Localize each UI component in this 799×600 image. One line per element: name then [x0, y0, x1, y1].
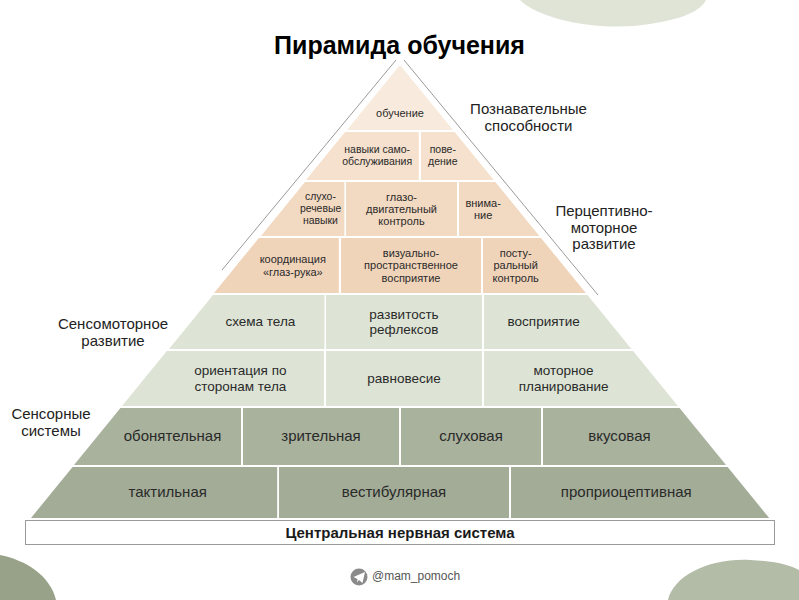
- cell-fill: [31, 467, 277, 518]
- pyramid-cell: проприоцептивная: [511, 467, 769, 518]
- cell-fill: [306, 132, 419, 180]
- base-bar: Центральная нервная система: [25, 520, 775, 545]
- cell-text: вестибулярная: [282, 484, 506, 501]
- pyramid-cell: вестибулярная: [279, 467, 509, 518]
- cell-text: слухо- речевые навыки: [300, 191, 341, 226]
- cell-text: ориентация по сторонам тела: [175, 363, 305, 393]
- cell-fill: [346, 182, 457, 236]
- watermark: @mam_pomoch: [372, 570, 492, 583]
- pyramid-cell: восприятие: [484, 295, 631, 349]
- cell-fill: [243, 408, 399, 465]
- telegram-plane: [354, 572, 366, 583]
- cell-text: обучение: [369, 107, 431, 119]
- pyramid-cell: моторное планирование: [484, 351, 678, 406]
- cell-text: вкусовая: [546, 428, 693, 445]
- pyramid-cell: слухо- речевые навыки: [261, 182, 344, 236]
- cell-text: навыки само- обслуживания: [338, 144, 416, 168]
- cell-fill: [401, 408, 541, 465]
- cell-text: пове- дение: [424, 144, 462, 168]
- pyramid-cell: пове- дение: [421, 132, 494, 180]
- tier-label: Познавательные способности: [456, 101, 601, 134]
- pyramid-cell: ориентация по сторонам тела: [122, 351, 324, 406]
- cell-fill: [122, 351, 324, 406]
- cell-fill: [484, 351, 678, 406]
- cell-fill: [74, 408, 241, 465]
- pyramid-cell: обонятельная: [74, 408, 241, 465]
- tier-label: Сенсомоторное развитие: [38, 316, 188, 349]
- cell-fill: [279, 467, 509, 518]
- cell-text: восприятие: [487, 314, 600, 329]
- pyramid-cell: слуховая: [401, 408, 541, 465]
- cell-shape: [459, 182, 539, 236]
- pyramid-cell: посту- ральный контроль: [483, 238, 586, 293]
- cell-text: координация «глаз-рука»: [250, 253, 336, 278]
- cell-text: обонятельная: [107, 428, 238, 445]
- cell-fill: [214, 238, 339, 293]
- pyramid-cell: координация «глаз-рука»: [214, 238, 339, 293]
- cell-shape: [347, 66, 453, 130]
- cell-text: посту- ральный контроль: [486, 247, 545, 284]
- cell-fill: [484, 295, 631, 349]
- cell-fill: [543, 408, 726, 465]
- pyramid-cell: обучение: [347, 66, 453, 130]
- cell-text: внима- ние: [462, 197, 504, 222]
- cell-text: визуально- пространственное восприятие: [361, 247, 461, 284]
- corner-blob: [668, 560, 799, 600]
- corner-blob: [0, 555, 56, 600]
- pyramid-cell: тактильная: [31, 467, 277, 518]
- telegram-icon: [351, 569, 368, 586]
- cell-fill: [459, 182, 539, 236]
- pyramid-cell: вкусовая: [543, 408, 726, 465]
- pyramid-cell: зрительная: [243, 408, 399, 465]
- pyramid-cell: глазо- двигательный контроль: [346, 182, 457, 236]
- pyramid-cell: внима- ние: [459, 182, 539, 236]
- cell-fill: [483, 238, 586, 293]
- pyramid-cell: навыки само- обслуживания: [306, 132, 419, 180]
- pyramid-cell: схема тела: [169, 295, 324, 349]
- cell-text: слуховая: [404, 428, 538, 445]
- pyramid-cell: визуально- пространственное восприятие: [341, 238, 481, 293]
- cell-text: зрительная: [246, 428, 396, 445]
- pyramid-cell: равновесие: [326, 351, 482, 406]
- cell-text: равновесие: [329, 371, 479, 386]
- corner-blob: [520, 0, 706, 27]
- cell-text: развитость рефлексов: [354, 307, 454, 337]
- cell-fill: [169, 295, 324, 349]
- cell-fill: [421, 132, 494, 180]
- tier-label: Перцептивно- моторное развитие: [548, 203, 660, 253]
- cell-text: тактильная: [61, 484, 274, 501]
- cell-fill: [341, 238, 481, 293]
- cell-fill: [326, 295, 482, 349]
- cell-text: глазо- двигательный контроль: [357, 191, 447, 228]
- cell-fill: [326, 351, 482, 406]
- diagram-title: Пирамида обучения: [0, 30, 799, 60]
- cell-text: схема тела: [200, 314, 321, 329]
- cell-text: проприоцептивная: [514, 484, 739, 501]
- cell-fill: [347, 66, 453, 130]
- cell-fill: [261, 182, 344, 236]
- cell-fill: [511, 467, 769, 518]
- pyramid-cell: развитость рефлексов: [326, 295, 482, 349]
- tier-label: Сенсорные системы: [2, 406, 100, 439]
- cell-text: Центральная нервная система: [26, 521, 774, 544]
- cell-text: моторное планирование: [509, 363, 619, 393]
